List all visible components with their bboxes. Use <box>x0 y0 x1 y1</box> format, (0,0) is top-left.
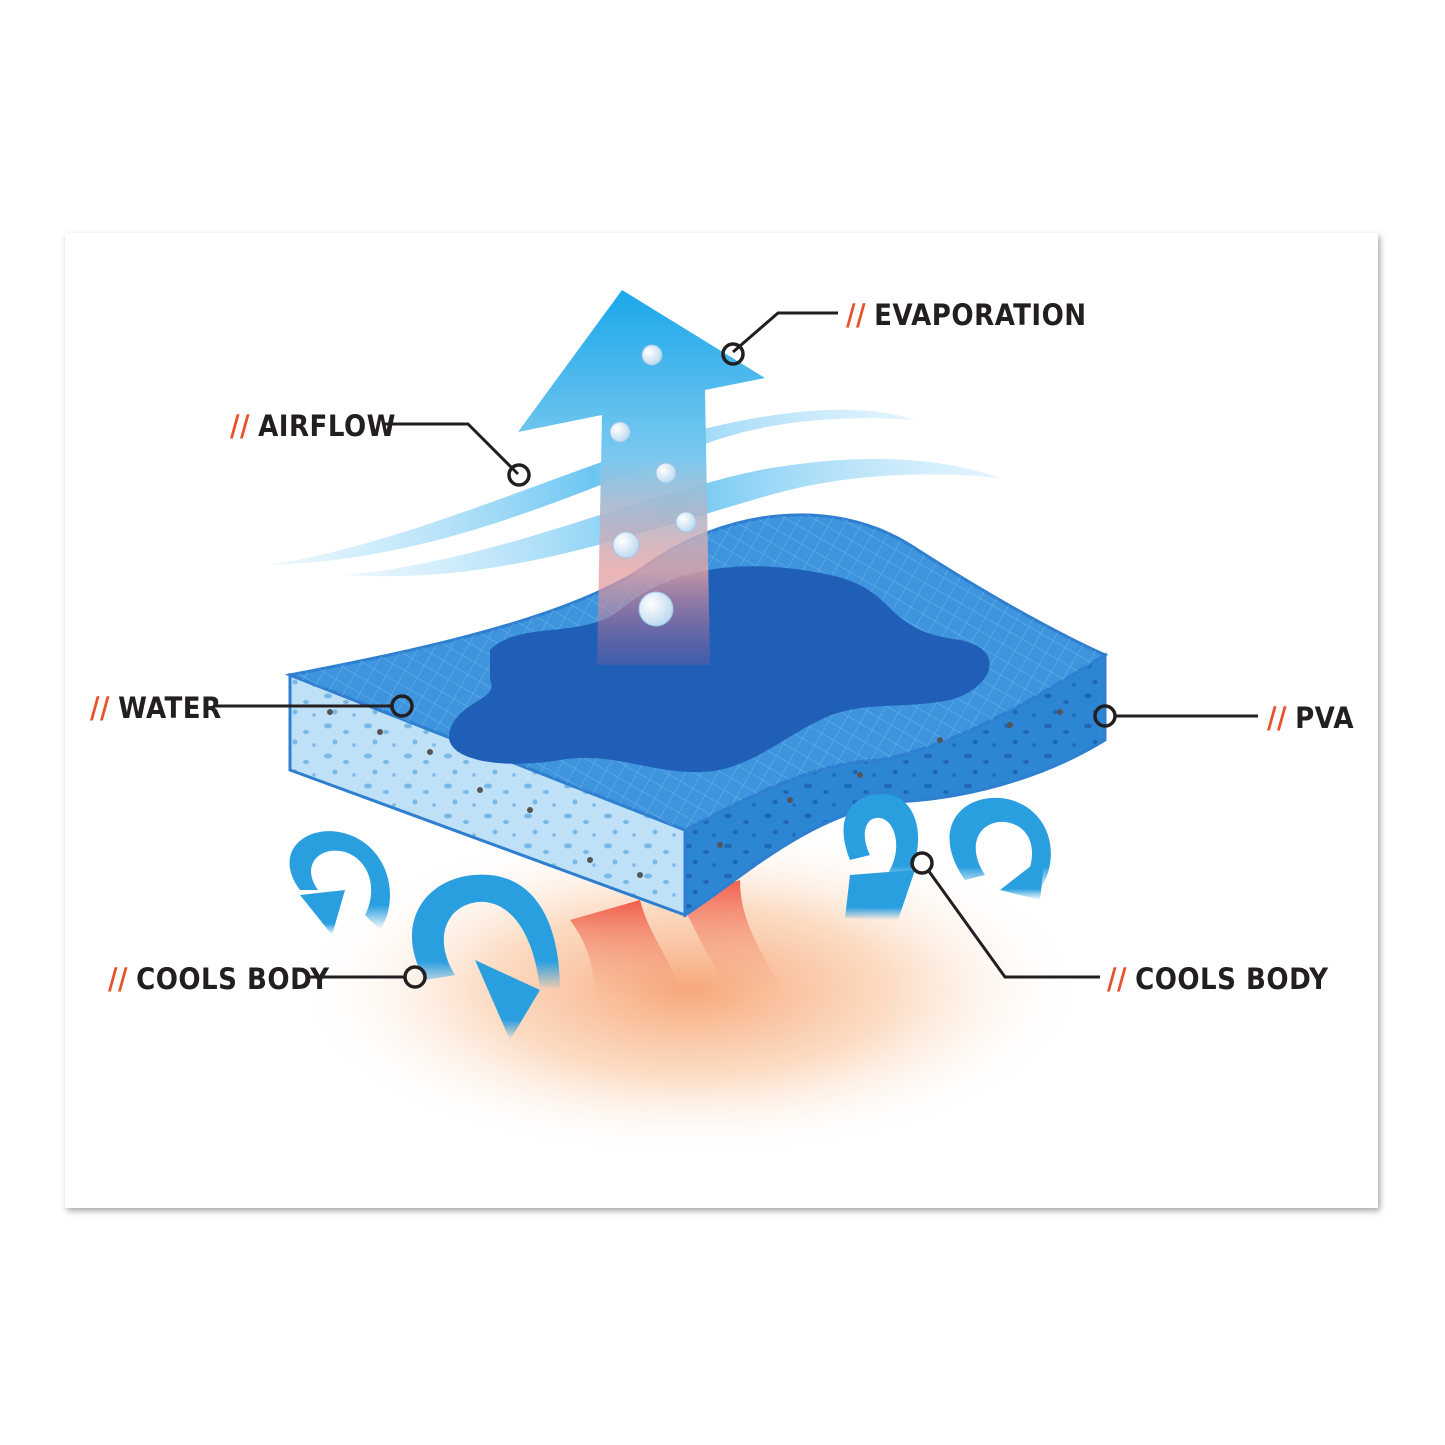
water-bubbles <box>609 344 697 627</box>
label-airflow: //AIRFLOW <box>230 409 396 443</box>
label-evaporation: //EVAPORATION <box>846 298 1087 332</box>
label-cools-body-left: //COOLS BODY <box>108 962 330 996</box>
label-cools-body-right: //COOLS BODY <box>1107 962 1329 996</box>
label-water: //WATER <box>90 691 222 725</box>
leader-lines <box>215 311 1258 989</box>
pva-pad <box>284 513 1109 918</box>
water-pool <box>448 566 990 773</box>
cooling-curl-arrows <box>289 794 1051 1040</box>
label-pva: //PVA <box>1267 701 1354 735</box>
evaporation-arrow <box>518 290 765 665</box>
